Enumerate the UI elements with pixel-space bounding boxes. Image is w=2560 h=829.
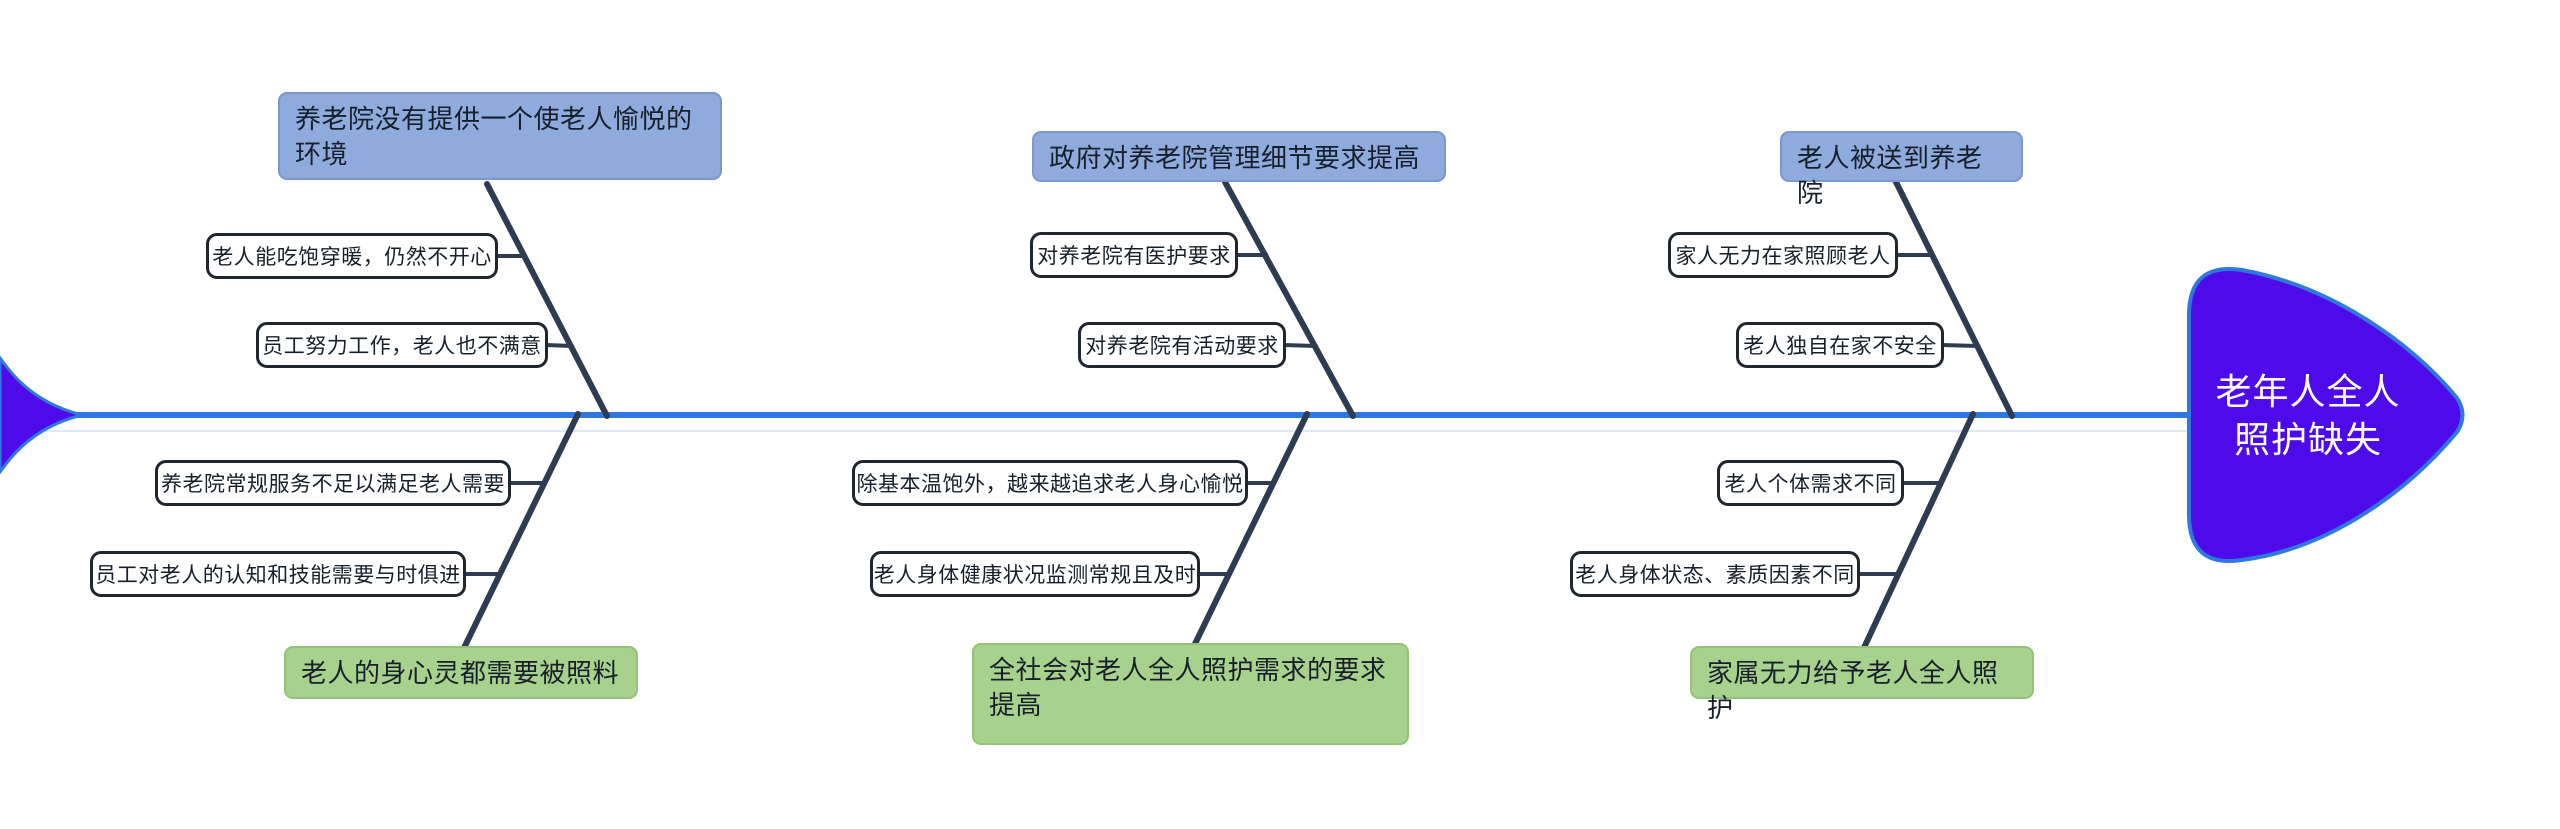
- sub-cause-node[interactable]: 对养老院有医护要求: [1030, 232, 1238, 278]
- sub-cause-node[interactable]: 老人能吃饱穿暖，仍然不开心: [206, 233, 498, 279]
- problem-label: 老年人全人 照护缺失: [2215, 371, 2401, 460]
- sub-cause-node[interactable]: 除基本温饱外，越来越追求老人身心愉悦: [852, 460, 1248, 506]
- problem-node[interactable]: [2187, 267, 2465, 563]
- cause-node-top-3[interactable]: 老人被送到养老院: [1780, 131, 2023, 208]
- sub-cause-node[interactable]: 员工对老人的认知和技能需要与时俱进: [90, 551, 466, 597]
- bone-bottom-1: [459, 411, 581, 655]
- connector-top-1b: [545, 343, 573, 348]
- sub-cause-node[interactable]: 员工努力工作，老人也不满意: [256, 322, 548, 368]
- sub-cause-node[interactable]: 家人无力在家照顾老人: [1668, 232, 1898, 278]
- sub-cause-node[interactable]: 老人身体状态、素质因素不同: [1570, 551, 1860, 597]
- bone-top-2: [1222, 179, 1356, 419]
- cause-node-bottom-2[interactable]: 全社会对老人全人照护需求的要求提高: [972, 643, 1409, 745]
- bone-bottom-3: [1859, 411, 1976, 655]
- cause-node-top-1[interactable]: 养老院没有提供一个使老人愉悦的环境: [278, 92, 722, 180]
- cause-node-top-2[interactable]: 政府对养老院管理细节要求提高: [1032, 131, 1446, 182]
- tail-arrow: [0, 355, 83, 475]
- sub-cause-node[interactable]: 养老院常规服务不足以满足老人需要: [155, 460, 511, 506]
- cause-node-bottom-3[interactable]: 家属无力给予老人全人照护: [1690, 646, 2034, 723]
- sub-cause-node[interactable]: 对养老院有活动要求: [1078, 322, 1286, 368]
- sub-cause-node[interactable]: 老人身体健康状况监测常规且及时: [870, 551, 1200, 597]
- connector-top-3b: [1941, 343, 1979, 348]
- sub-cause-node[interactable]: 老人独自在家不安全: [1736, 322, 1944, 368]
- bone-top-3: [1892, 177, 2015, 419]
- connector-top-2b: [1283, 343, 1317, 348]
- bone-bottom-2: [1189, 411, 1310, 653]
- cause-node-bottom-1[interactable]: 老人的身心灵都需要被照料: [284, 646, 638, 699]
- sub-cause-node[interactable]: 老人个体需求不同: [1717, 460, 1904, 506]
- bone-top-1: [484, 181, 610, 419]
